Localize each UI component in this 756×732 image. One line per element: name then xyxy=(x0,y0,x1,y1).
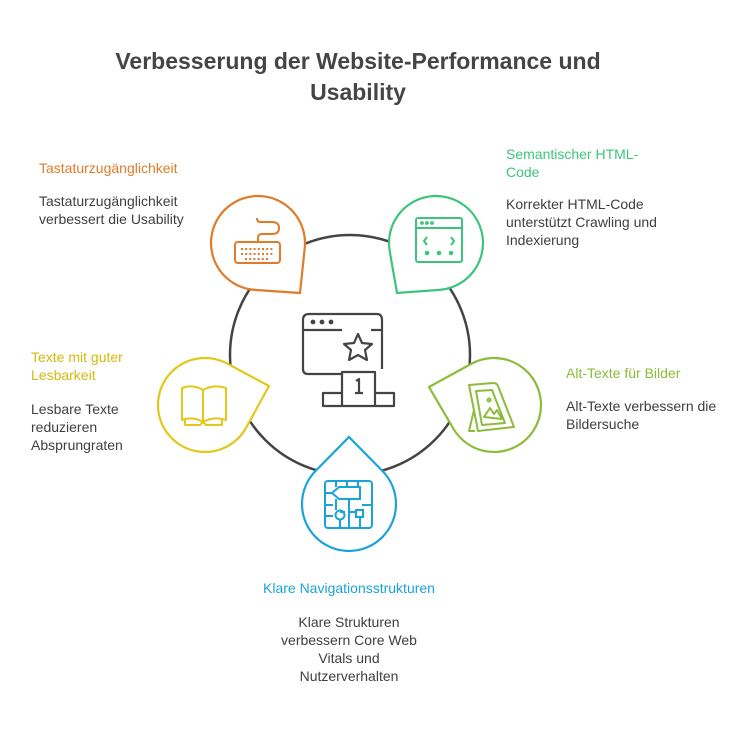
page-title: Verbesserung der Website-Performance und… xyxy=(115,48,601,105)
item-text-html: Korrekter HTML-Code unterstützt Crawling… xyxy=(506,196,657,248)
keyboard-icon xyxy=(234,217,281,264)
item-heading-readability: Texte mit guter Lesbarkeit xyxy=(31,349,123,383)
html-drop xyxy=(387,194,485,295)
picture-frame-icon xyxy=(468,382,515,432)
book-icon xyxy=(181,385,227,426)
item-text-readability: Lesbare Texte reduzieren Absprungraten xyxy=(31,401,123,453)
item-heading-navigation: Klare Navigationsstrukturen xyxy=(263,580,435,596)
alt-text-drop xyxy=(427,356,543,454)
readability-drop xyxy=(156,356,271,454)
item-heading-alt-text: Alt-Texte für Bilder xyxy=(566,365,681,381)
code-window-icon xyxy=(415,217,463,263)
item-text-keyboard: Tastaturzugänglichkeit verbessert die Us… xyxy=(39,193,184,227)
item-text-navigation: Klare Strukturen verbessern Core Web Vit… xyxy=(281,614,417,684)
navigation-drop xyxy=(300,435,398,553)
item-text-alt-text: Alt-Texte verbessern die Bildersuche xyxy=(566,398,717,432)
flowchart-icon xyxy=(324,480,373,529)
item-heading-html: Semantischer HTML- Code xyxy=(506,146,639,180)
item-heading-keyboard: Tastaturzugänglichkeit xyxy=(39,160,178,176)
keyboard-drop xyxy=(209,194,307,295)
website-ranking-icon xyxy=(301,312,396,408)
